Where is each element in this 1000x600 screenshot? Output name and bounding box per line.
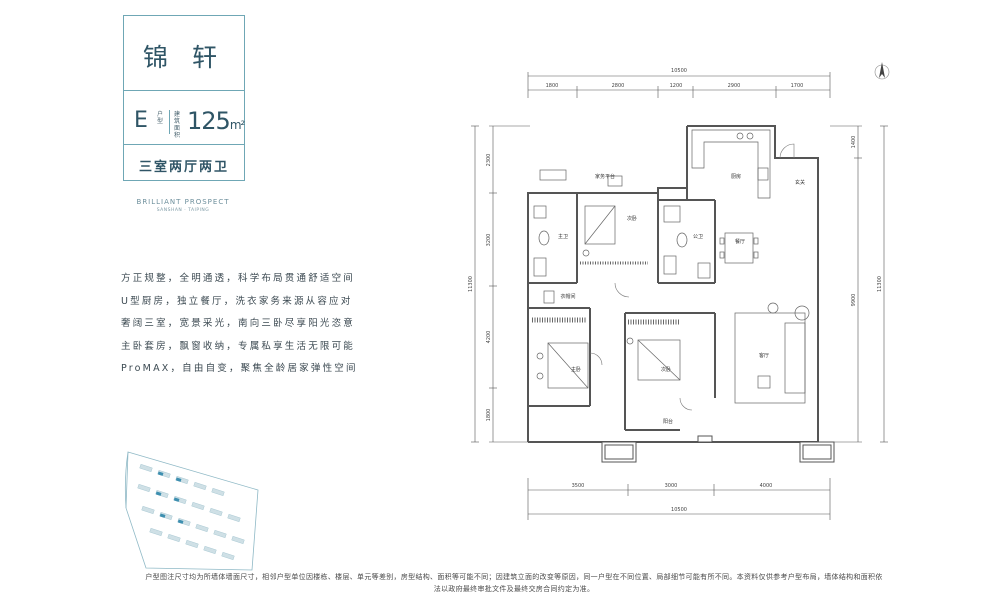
walls xyxy=(527,125,819,443)
disclaimer-line: 户型图注尺寸均为所墙体墙面尺寸，相邻户型单位因楼栋、楼层、单元等差别，房型结构、… xyxy=(145,573,883,581)
description-line: 奢阔三室，宽景采光，南向三卧尽享阳光恣意 xyxy=(121,318,356,329)
unit-type-letter: E xyxy=(134,108,148,133)
card-divider-2 xyxy=(124,144,244,145)
site-key-map xyxy=(124,451,259,571)
site-highlighted-units xyxy=(155,471,184,524)
room-label-bedroom-s: 次卧 xyxy=(661,366,671,373)
dim-top-1: 1800 xyxy=(546,83,559,89)
room-label-entry: 玄关 xyxy=(795,179,805,186)
floor-plan: 10500 1800 2800 1200 2900 1700 3500 3000… xyxy=(468,68,888,520)
description-line: 主卧套房，飘窗收纳，专属私享生活无限可能 xyxy=(121,340,356,352)
area-number: 125 xyxy=(187,107,231,135)
dimension-lines xyxy=(471,72,888,520)
unit-description: 方正规整，全明通透，科学布局贯通舒适空间 U型厨房，独立餐厅，洗衣家务来源从容应… xyxy=(121,268,366,381)
dim-left-3: 4200 xyxy=(486,331,492,344)
room-label-master-bath: 主卫 xyxy=(558,233,568,240)
unit-title-card: 锦 轩 E 户型 建筑面积 125m² 三室两厅两卫 xyxy=(123,15,245,181)
dim-left-1: 2300 xyxy=(486,154,492,167)
unit-type-row: E 户型 建筑面积 125m² xyxy=(132,107,245,139)
dim-left-4: 1800 xyxy=(486,409,492,422)
dim-bottom-1: 3500 xyxy=(572,483,585,489)
room-labels: 家务平台 厨房 玄关 次卧 主卫 公卫 餐厅 衣帽间 主卧 次卧 客厅 阳台 xyxy=(558,173,805,425)
room-label-master-bedroom: 主卧 xyxy=(571,366,581,373)
unit-layout: 三室两厅两卫 xyxy=(138,160,229,175)
dim-right-1: 1400 xyxy=(851,136,857,149)
description-line: ProMAX，自由自变，聚焦全龄居家弹性空间 xyxy=(121,363,358,374)
room-label-laundry: 家务平台 xyxy=(595,173,615,180)
dim-top-5: 1700 xyxy=(791,83,804,89)
description-line: U型厨房，独立餐厅，洗衣家务来源从容应对 xyxy=(121,295,353,307)
disclaimer: 户型图注尺寸均为所墙体墙面尺寸，相邻户型单位因楼栋、楼层、单元等差别，房型结构、… xyxy=(124,571,904,595)
brand-subtitle: SANSHAN · TAIPING xyxy=(156,208,210,213)
dim-bottom-3: 4000 xyxy=(760,483,773,489)
dim-top-4: 2900 xyxy=(728,83,741,89)
room-label-kitchen: 厨房 xyxy=(731,173,741,180)
furniture xyxy=(532,129,810,404)
dim-top-3: 1200 xyxy=(670,83,683,89)
room-label-dining: 餐厅 xyxy=(735,238,745,245)
area-unit: m² xyxy=(229,118,245,132)
dimension-labels: 10500 1800 2800 1200 2900 1700 3500 3000… xyxy=(468,68,883,513)
room-label-cloakroom: 衣帽间 xyxy=(560,293,575,300)
dim-top-2: 2800 xyxy=(612,83,625,89)
room-label-bedroom-nw: 次卧 xyxy=(627,215,637,222)
disclaimer-line: 法以政府最终审批文件及最终交房合同约定为准。 xyxy=(433,585,595,593)
room-label-public-bath: 公卫 xyxy=(693,234,703,240)
unit-area: 125m² xyxy=(187,107,245,135)
site-buildings xyxy=(137,463,245,561)
door-swings xyxy=(589,143,795,411)
brand-name: BRILLIANT PROSPECT xyxy=(136,198,230,206)
dim-right-total: 11300 xyxy=(877,276,883,292)
site-boundary xyxy=(125,451,259,571)
description-line: 方正规整，全明通透，科学布局贯通舒适空间 xyxy=(121,273,356,284)
dim-right-2: 9900 xyxy=(851,294,857,307)
room-label-living: 客厅 xyxy=(759,352,769,359)
dim-left-total: 11300 xyxy=(468,276,474,292)
dim-top-total: 10500 xyxy=(671,68,687,74)
site-road xyxy=(124,451,129,509)
card-divider xyxy=(124,90,244,91)
dim-bottom-total: 10500 xyxy=(671,507,687,513)
dim-left-2: 3200 xyxy=(486,234,492,247)
area-caption: 建筑面积 xyxy=(174,111,181,139)
unit-type-caption: 户型 xyxy=(157,111,164,125)
type-area-divider xyxy=(169,110,170,134)
room-label-balcony: 阳台 xyxy=(663,418,673,425)
north-arrow-icon xyxy=(874,62,890,80)
unit-name: 锦 轩 xyxy=(143,43,225,72)
balcony-boxes xyxy=(601,435,835,463)
dim-bottom-2: 3000 xyxy=(665,483,678,489)
